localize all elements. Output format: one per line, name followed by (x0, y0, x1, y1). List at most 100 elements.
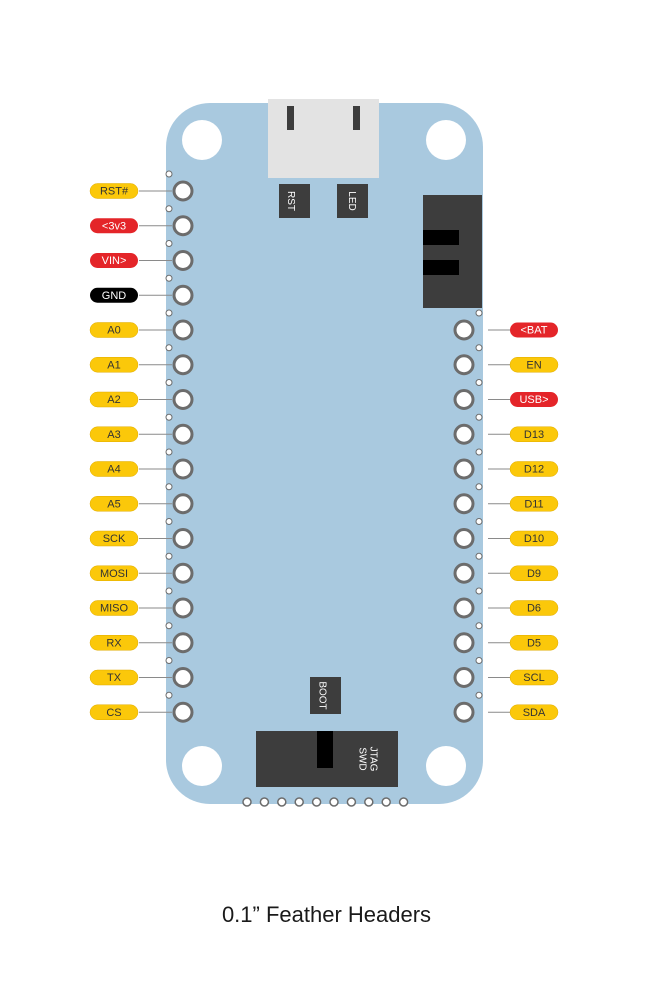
header-pad (172, 632, 194, 654)
header-pad (172, 701, 194, 723)
header-pin-left-3v3: <3v3 (90, 205, 194, 237)
bottom-pad (294, 797, 304, 807)
header-pin-left-tx: TX (89, 657, 194, 688)
pin-label-d10: D10 (524, 533, 544, 545)
edge-pad (475, 657, 483, 664)
header-pad (172, 493, 194, 515)
header-pad (172, 423, 194, 445)
diagram-caption: 0.1” Feather Headers (221, 902, 432, 927)
pin-label-pill (510, 392, 558, 407)
pin-label-a0: A0 (107, 325, 120, 337)
edge-pad (475, 691, 483, 699)
header-pin-right-sda: SDA (453, 691, 559, 723)
header-pin-left-a1: A1 (89, 344, 194, 376)
pin-label-pill (509, 635, 559, 651)
pin-label-pill (89, 426, 139, 442)
bottom-pad (346, 797, 357, 807)
pin-label-sda: SDA (523, 707, 546, 719)
pin-label-pill (509, 600, 559, 616)
pin-label-pill (89, 322, 139, 338)
header-pin-right-d9: D9 (453, 552, 559, 584)
left-header: RST#<3v3VIN>GNDA0A1A2A3A4A5SCKMOSIMISORX… (89, 170, 194, 723)
pin-label-pill (90, 253, 138, 268)
edge-pad (165, 170, 173, 178)
header-pad (453, 528, 475, 549)
edge-pad (165, 344, 173, 352)
header-pin-left-gnd: GND (90, 274, 194, 306)
pin-label-rx: RX (106, 637, 122, 649)
header-pin-left-a3: A3 (89, 413, 194, 445)
pin-label-bat: <BAT (520, 325, 547, 337)
header-pad (172, 389, 194, 410)
header-pin-right-scl: SCL (453, 657, 559, 688)
header-pad (172, 250, 194, 271)
bottom-pad (311, 797, 322, 807)
bottom-pad (381, 797, 391, 807)
header-pad (172, 528, 194, 549)
pin-label-pill (89, 600, 139, 616)
pin-label-sck: SCK (103, 533, 126, 545)
edge-pad (165, 483, 173, 491)
pin-label-d6: D6 (527, 603, 541, 615)
header-pin-left-cs: CS (89, 691, 194, 723)
header-pin-left-rst: RST# (89, 170, 194, 202)
mounting-hole-top-left (182, 120, 222, 160)
edge-pad (165, 657, 173, 664)
pin-label-d12: D12 (524, 464, 544, 476)
pin-label-gnd: GND (102, 290, 127, 302)
pin-label-pill (89, 391, 139, 408)
pin-label-mosi: MOSI (100, 568, 128, 580)
pin-label-pill (90, 218, 138, 234)
pin-label-a5: A5 (107, 498, 120, 510)
pin-label-a4: A4 (107, 464, 120, 476)
pin-label-a1: A1 (107, 359, 120, 371)
header-pin-right-d12: D12 (453, 448, 559, 480)
power-switch (423, 195, 482, 308)
pin-label-pill (510, 322, 558, 338)
header-pin-left-sck: SCK (89, 518, 194, 549)
pin-label-vin: VIN> (102, 255, 127, 267)
header-pad (172, 319, 194, 341)
pin-label-miso: MISO (100, 603, 129, 615)
pin-label-d11: D11 (524, 498, 543, 510)
header-pad (172, 354, 194, 376)
header-pin-left-a5: A5 (89, 483, 194, 515)
header-pad (453, 389, 475, 410)
pin-label-d5: D5 (527, 637, 541, 649)
board-outline (166, 103, 483, 804)
pin-label-pill (89, 565, 139, 581)
edge-pad (475, 552, 483, 560)
usb-connector (268, 99, 379, 178)
led-indicator: LED (337, 184, 368, 218)
edge-pad (165, 622, 173, 630)
pin-label-d9: D9 (527, 568, 541, 580)
pin-label-a3: A3 (107, 429, 120, 441)
header-pad (172, 458, 194, 480)
header-pin-right-d11: D11 (453, 483, 559, 515)
header-pin-left-mosi: MOSI (89, 552, 194, 584)
mounting-hole-top-right (426, 120, 466, 160)
header-pad (453, 597, 475, 619)
edge-pad (165, 274, 173, 282)
pin-label-pill (509, 461, 559, 477)
edge-pad (165, 552, 173, 560)
mounting-hole-bottom-right (426, 746, 466, 786)
boot-button-label: BOOT (317, 681, 328, 709)
edge-pad (475, 518, 483, 525)
bottom-pad (329, 797, 339, 807)
header-pin-right-d5: D5 (453, 622, 559, 654)
swd-label: SWD (357, 747, 368, 770)
bottom-pad (277, 797, 287, 807)
edge-pad (165, 379, 173, 386)
pin-label-pill (509, 496, 559, 512)
pin-label-rst: RST# (100, 186, 129, 198)
pin-label-pill (89, 183, 139, 199)
pin-label-pill (89, 461, 139, 477)
header-pad (453, 423, 475, 445)
header-pad (453, 458, 475, 480)
header-pin-right-d13: D13 (453, 413, 559, 445)
edge-pad (165, 413, 173, 421)
edge-pad (475, 379, 483, 386)
